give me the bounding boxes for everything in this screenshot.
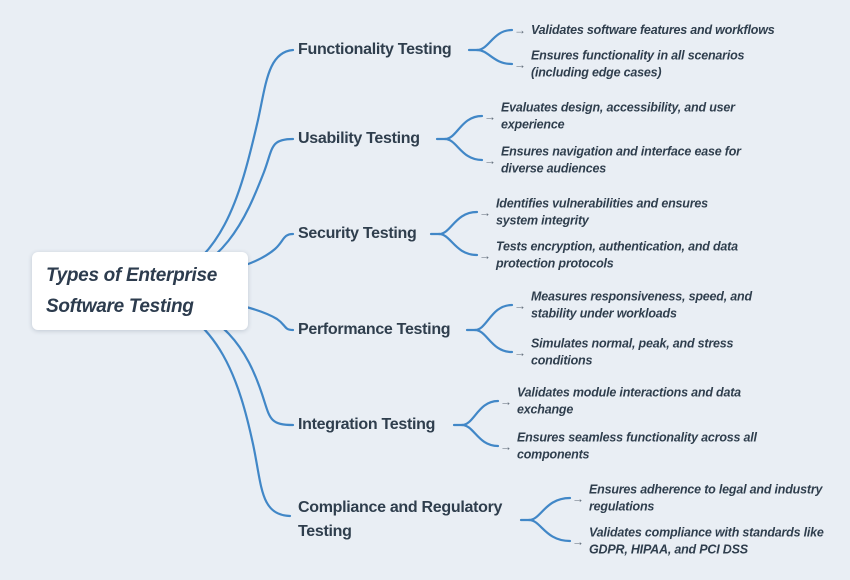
leaf-item[interactable]: → Validates software features and workfl… bbox=[514, 22, 806, 39]
fork-security bbox=[429, 210, 479, 257]
leaf-item[interactable]: → Validates compliance with standards li… bbox=[572, 525, 850, 558]
root-curve-compliance bbox=[150, 296, 292, 518]
arrow-right-icon: → bbox=[514, 57, 526, 71]
leaf-text: Tests encryption, authentication, and da… bbox=[496, 239, 738, 271]
arrow-right-icon: → bbox=[514, 298, 526, 312]
arrow-right-icon: → bbox=[484, 109, 496, 123]
leaf-text: Ensures navigation and interface ease fo… bbox=[501, 144, 741, 176]
leaf-item[interactable]: → Validates module interactions and data… bbox=[500, 385, 769, 418]
leaf-item[interactable]: → Ensures navigation and interface ease … bbox=[484, 144, 773, 177]
branch-integration-testing[interactable]: Integration Testing bbox=[298, 416, 436, 433]
leaf-text: Simulates normal, peak, and stress condi… bbox=[531, 336, 734, 368]
root-node[interactable]: Types of Enterprise Software Testing bbox=[32, 252, 248, 330]
leaf-text: Validates compliance with standards like… bbox=[589, 525, 824, 557]
branch-performance-testing[interactable]: Performance Testing bbox=[298, 321, 451, 338]
fork-compliance bbox=[519, 496, 572, 543]
branch-functionality-testing[interactable]: Functionality Testing bbox=[298, 41, 452, 58]
arrow-right-icon: → bbox=[514, 345, 526, 359]
leaf-item[interactable]: → Simulates normal, peak, and stress con… bbox=[514, 336, 759, 369]
arrow-right-icon: → bbox=[484, 153, 496, 167]
leaf-text: Validates module interactions and data e… bbox=[517, 385, 741, 417]
leaf-text: Ensures adherence to legal and industry … bbox=[589, 482, 823, 514]
arrow-right-icon: → bbox=[500, 394, 512, 408]
arrow-right-icon: → bbox=[479, 205, 491, 219]
arrow-right-icon: → bbox=[572, 491, 584, 505]
arrow-right-icon: → bbox=[514, 23, 526, 37]
fork-integration bbox=[452, 399, 500, 448]
leaf-item[interactable]: → Tests encryption, authentication, and … bbox=[479, 239, 774, 272]
root-title: Types of Enterprise Software Testing bbox=[46, 265, 217, 317]
fork-functionality bbox=[467, 28, 514, 66]
leaf-text: Measures responsiveness, speed, and stab… bbox=[531, 289, 752, 321]
leaf-text: Ensures seamless functionality across al… bbox=[517, 430, 757, 462]
fork-usability bbox=[435, 114, 484, 162]
leaf-item[interactable]: → Identifies vulnerabilities and ensures… bbox=[479, 196, 748, 229]
branch-security-testing[interactable]: Security Testing bbox=[298, 225, 417, 242]
arrow-right-icon: → bbox=[572, 534, 584, 548]
branch-compliance-regulatory-testing[interactable]: Compliance and Regulatory Testing bbox=[298, 499, 503, 540]
leaf-item[interactable]: → Evaluates design, accessibility, and u… bbox=[484, 100, 773, 133]
arrow-right-icon: → bbox=[500, 439, 512, 453]
leaf-item[interactable]: → Measures responsiveness, speed, and st… bbox=[514, 289, 765, 322]
branch-usability-testing[interactable]: Usability Testing bbox=[298, 130, 420, 147]
leaf-item[interactable]: → Ensures adherence to legal and industr… bbox=[572, 482, 849, 515]
arrow-right-icon: → bbox=[479, 248, 491, 262]
leaf-text: Ensures functionality in all scenarios (… bbox=[531, 48, 745, 80]
leaf-text: Evaluates design, accessibility, and use… bbox=[501, 100, 735, 132]
leaf-text: Identifies vulnerabilities and ensures s… bbox=[496, 196, 708, 228]
leaf-text: Validates software features and workflow… bbox=[531, 22, 775, 37]
leaf-item[interactable]: → Ensures seamless functionality across … bbox=[500, 430, 789, 463]
fork-performance bbox=[465, 303, 514, 354]
leaf-item[interactable]: → Ensures functionality in all scenarios… bbox=[514, 48, 783, 81]
